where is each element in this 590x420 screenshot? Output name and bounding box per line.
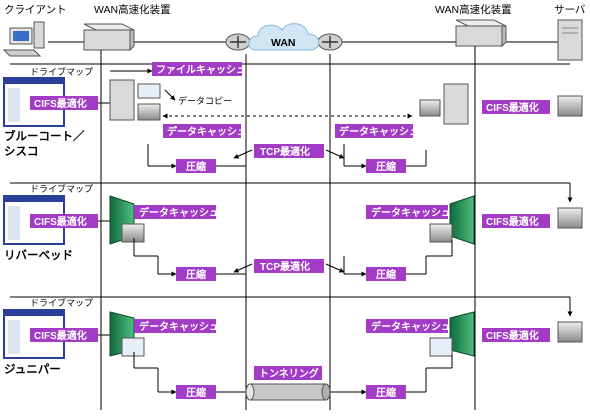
section3-cifs-right-tag xyxy=(482,328,550,342)
section1-vendor-line1: ブルーコート／ xyxy=(4,129,85,143)
section1-file-cache-tag xyxy=(152,62,242,76)
section1-right-appliance-icon xyxy=(419,83,469,125)
section3-compress-left-tag xyxy=(176,385,216,399)
section1-left-appliance-icon xyxy=(109,79,161,121)
section1-data-copy-arrow xyxy=(164,89,176,101)
section3-data-cache-left-label: データキャッシュ xyxy=(139,320,219,333)
server-icon xyxy=(557,19,583,61)
section2-right-appliance-icon xyxy=(429,195,475,245)
section3-cifs-left-tag xyxy=(30,328,98,342)
section3-drive-map-label: ドライブマップ xyxy=(30,297,93,308)
section1-data-cache-right-label: データキャッシュ xyxy=(339,125,419,138)
section2-data-cache-left-label: データキャッシュ xyxy=(139,206,219,219)
section2-drive-map-label: ドライブマップ xyxy=(30,183,93,194)
client-pc-icon xyxy=(2,21,45,57)
section3-data-cache-right-label: データキャッシュ xyxy=(371,320,451,333)
section1-data-cache-right-tag xyxy=(335,124,413,138)
section2-cifs-left-label: CIFS最適化 xyxy=(34,215,87,228)
section3-vendor-line1: ジュニパー xyxy=(4,363,61,376)
section3-middle-label: トンネリング xyxy=(259,367,319,380)
section1-file-cache-label: ファイルキャッシュ xyxy=(156,64,246,76)
section2-middle-label: TCP最適化 xyxy=(260,260,310,273)
section1-middle-arrow-left xyxy=(233,149,253,159)
section3-compress-right-label: 圧縮 xyxy=(376,386,396,399)
section2-data-cache-right-tag xyxy=(366,205,448,219)
section2-cifs-right-label: CIFS最適化 xyxy=(486,215,539,228)
section1-server-db-icon xyxy=(557,95,583,117)
section3-middle-tag xyxy=(254,366,322,380)
section3-data-cache-left-tag xyxy=(134,319,216,333)
section2-compress-right-tag xyxy=(366,267,406,281)
section2-middle-arrow-right xyxy=(325,263,345,273)
section1-vendor-line2: シスコ xyxy=(4,145,39,158)
section1-compress-left-tag xyxy=(176,159,216,173)
section2-compress-left-label: 圧縮 xyxy=(186,268,206,281)
wan-accelerator-left-icon xyxy=(83,23,135,52)
section3-data-cache-right-tag xyxy=(366,319,448,333)
section1-cifs-left-label: CIFS最適化 xyxy=(34,97,87,110)
section3-left-appliance-icon xyxy=(109,311,145,357)
section3-compress-left-label: 圧縮 xyxy=(186,386,206,399)
section-riverbed: ドライブマップ CIFS最適化 データキャッシュ データキャッシュ CIFS最適… xyxy=(3,182,583,281)
router-right-icon xyxy=(317,33,343,51)
section1-compress-left-label: 圧縮 xyxy=(186,160,206,173)
section1-middle-arrow-right xyxy=(325,149,345,159)
section2-left-appliance-icon xyxy=(109,195,145,245)
section-juniper: ドライブマップ CIFS最適化 データキャッシュ データキャッシュ CIFS最適… xyxy=(3,296,583,401)
section1-cifs-left-tag xyxy=(30,96,98,110)
section2-data-cache-left-tag xyxy=(134,205,216,219)
section2-middle-tag xyxy=(254,259,324,273)
section1-cifs-right-tag xyxy=(482,100,550,114)
section2-middle-arrow-left xyxy=(233,263,253,273)
section2-data-cache-right-label: データキャッシュ xyxy=(371,206,451,219)
section3-tunnel-icon xyxy=(245,383,331,401)
header-client-label: クライアント xyxy=(4,4,67,16)
section3-right-appliance-icon xyxy=(429,311,475,357)
section1-middle-label: TCP最適化 xyxy=(260,145,310,158)
section-bluecoat-cisco: ドライブマップ ファイルキャッシュ CIFS最適化 データコピー データキャッシ… xyxy=(3,62,583,173)
wan-label: WAN xyxy=(271,37,296,49)
router-left-icon xyxy=(225,33,251,51)
section3-compress-right-tag xyxy=(366,385,406,399)
wan-accelerator-right-icon xyxy=(455,19,507,48)
section2-vendor-line1: リバーベッド xyxy=(4,249,73,262)
section2-cifs-left-tag xyxy=(30,214,98,228)
section1-drive-map-label: ドライブマップ xyxy=(30,66,93,77)
section3-cifs-left-label: CIFS最適化 xyxy=(34,329,87,342)
section2-compress-left-tag xyxy=(176,267,216,281)
header-wan-accel-left-label: WAN高速化装置 xyxy=(94,3,171,16)
section2-compress-right-label: 圧縮 xyxy=(376,268,396,281)
section1-compress-right-label: 圧縮 xyxy=(376,160,396,173)
section3-server-db-icon xyxy=(557,321,583,343)
section2-cifs-right-tag xyxy=(482,214,550,228)
section1-cifs-right-label: CIFS最適化 xyxy=(486,101,539,114)
section1-compress-right-tag xyxy=(366,159,406,173)
section2-server-db-icon xyxy=(557,207,583,229)
section1-data-cache-left-label: データキャッシュ xyxy=(167,125,247,138)
section1-middle-tag xyxy=(254,144,324,158)
header-server-label: サーバ xyxy=(554,4,586,16)
header-wan-accel-right-label: WAN高速化装置 xyxy=(435,3,512,16)
section1-data-copy-label: データコピー xyxy=(178,95,232,106)
section1-data-cache-left-tag xyxy=(163,124,241,138)
section3-cifs-right-label: CIFS最適化 xyxy=(486,329,539,342)
wan-cloud-icon xyxy=(248,23,320,51)
